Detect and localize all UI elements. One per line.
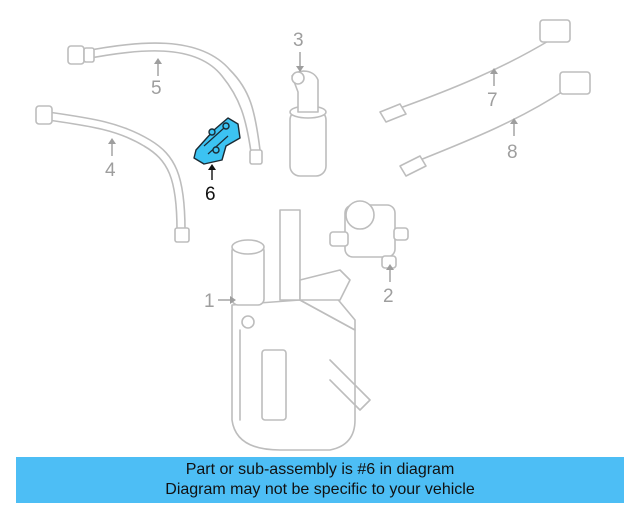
callout-3: 3 [293,30,304,72]
callout-8: 8 [507,118,518,163]
info-banner: Part or sub-assembly is #6 in diagram Di… [16,457,624,503]
part-4-hose [35,105,190,243]
banner-line-2: Diagram may not be specific to your vehi… [165,481,475,498]
part-1-canister [231,209,371,451]
callout-number: 8 [507,142,518,163]
callout-7: 7 [487,68,498,111]
callout-number: 4 [105,160,116,181]
callout-1: 1 [204,291,236,312]
callout-2: 2 [383,264,394,307]
callout-number: 1 [204,291,215,312]
callout-4: 4 [105,138,116,181]
part-3-valve [289,70,327,177]
callout-number: 5 [151,78,162,99]
callout-number: 3 [293,30,304,51]
part-8-sensor [399,71,591,177]
part-5-hose [67,42,263,165]
part-2-valve [329,200,409,269]
parts-diagram: 6 5 4 3 7 8 1 2 [35,19,591,451]
banner-line-1: Part or sub-assembly is #6 in diagram [185,461,455,478]
callout-6: 6 [205,164,216,205]
part-6-bracket [193,117,241,165]
callout-5: 5 [151,58,162,99]
callout-number: 6 [205,184,216,205]
callout-number: 7 [487,90,498,111]
part-7-sensor [379,19,571,123]
callout-number: 2 [383,286,394,307]
